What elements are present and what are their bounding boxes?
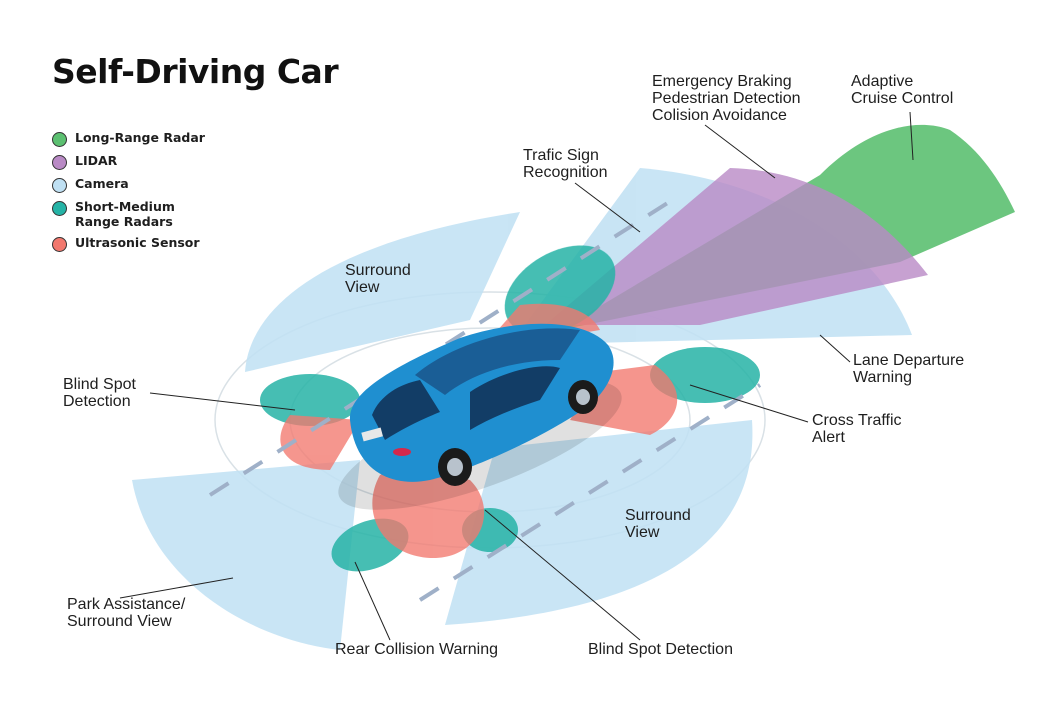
- tail-light: [393, 448, 411, 456]
- callout-surround-view-right: Surround View: [625, 507, 691, 541]
- callout-adaptive-cruise: Adaptive Cruise Control: [851, 73, 954, 107]
- camera-zone-surround-top: [245, 212, 520, 372]
- legend-item-lidar: LIDAR: [52, 153, 205, 170]
- ultrasonic-zone-rear: [372, 465, 485, 559]
- lane-line-right: [418, 383, 762, 602]
- callout-blind-spot-left: Blind Spot Detection: [63, 376, 136, 410]
- callout-rear-collision: Rear Collision Warning: [335, 641, 499, 658]
- car-windshield: [415, 328, 580, 395]
- camera-zone-surround-right: [445, 420, 753, 625]
- callout-surround-view-top: Surround View: [345, 262, 411, 296]
- radar-zone-rear-left: [260, 374, 360, 426]
- legend-label: LIDAR: [75, 153, 118, 168]
- callout-blind-spot-bottom: Blind Spot Detection: [588, 641, 733, 658]
- leader-line-lane-departure: [819, 334, 851, 363]
- legend-label: Camera: [75, 176, 129, 191]
- license-plate: [361, 427, 383, 442]
- leader-line-blind-spot-left: [149, 392, 296, 411]
- legend-label: Ultrasonic Sensor: [75, 235, 200, 250]
- leader-line-traffic-sign: [574, 182, 641, 233]
- leader-lines: [119, 111, 914, 641]
- car-side-window: [470, 366, 560, 430]
- leader-line-emergency: [704, 124, 776, 179]
- legend-item-ultrasonic: Ultrasonic Sensor: [52, 235, 205, 252]
- legend-swatch-lidar: [52, 155, 67, 170]
- ultrasonic-zones: [280, 303, 678, 559]
- legend-item-camera: Camera: [52, 176, 205, 193]
- page-title: Self-Driving Car: [52, 52, 339, 91]
- legend-swatch-long-range-radar: [52, 132, 67, 147]
- legend-swatch-camera: [52, 178, 67, 193]
- wheel-front-hub: [576, 389, 590, 405]
- callout-cross-traffic: Cross Traffic Alert: [812, 412, 902, 446]
- callout-lane-departure: Lane Departure Warning: [853, 352, 965, 386]
- ultrasonic-zone-left: [280, 415, 360, 470]
- car-rear-window: [372, 380, 440, 440]
- leader-line-park-assist: [119, 577, 234, 599]
- legend-swatch-short-medium-radar: [52, 201, 67, 216]
- leader-line-adaptive: [909, 111, 914, 161]
- legend-item-long-range-radar: Long-Range Radar: [52, 130, 205, 147]
- lidar-beam: [545, 168, 928, 325]
- leader-line-blind-spot-bottom: [484, 509, 641, 641]
- camera-zone-rear-left: [132, 460, 360, 650]
- leader-line-rear-collision: [354, 561, 391, 641]
- callout-park-assistance: Park Assistance/ Surround View: [67, 596, 186, 630]
- legend-swatch-ultrasonic: [52, 237, 67, 252]
- car: [338, 323, 622, 510]
- legend-label: Short-Medium Range Radars: [75, 199, 175, 229]
- radar-zone-front-right: [650, 347, 760, 403]
- wheel-rear-hub: [447, 458, 463, 476]
- legend-label: Long-Range Radar: [75, 130, 205, 145]
- legend: Long-Range Radar LIDAR Camera Short-Medi…: [52, 130, 205, 258]
- lane-line-left: [208, 193, 682, 497]
- callout-traffic-sign: Trafic Sign Recognition: [523, 147, 608, 181]
- leader-line-cross-traffic: [689, 384, 809, 423]
- callout-emergency-braking: Emergency Braking Pedestrian Detection C…: [652, 73, 801, 124]
- legend-item-short-medium-radar: Short-Medium Range Radars: [52, 199, 205, 229]
